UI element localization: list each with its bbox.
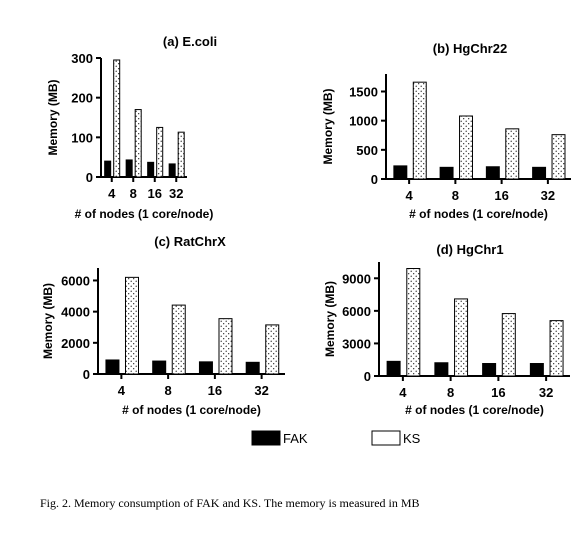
- x-tick-label-ecoli-4: 4: [108, 186, 116, 201]
- y-tick-label-hgchr1-0: 0: [364, 369, 371, 384]
- bar-fak-ratchrx-16: [198, 361, 213, 375]
- bar-ks-hgchr22-32: [551, 134, 566, 180]
- chart-title-hgchr1: (d) HgChr1: [436, 242, 503, 257]
- y-tick-label-ratchrx-0: 0: [83, 367, 90, 382]
- x-tick-label-ratchrx-16: 16: [208, 383, 222, 398]
- x-tick-label-hgchr1-8: 8: [447, 385, 454, 400]
- bar-fak-ratchrx-32: [245, 361, 260, 375]
- bar-fak-hgchr1-16: [482, 363, 497, 377]
- y-tick-label-ratchrx-1: 2000: [61, 336, 90, 351]
- bar-fak-hgchr1-8: [434, 362, 449, 377]
- bar-ks-ecoli-32: [177, 131, 185, 178]
- x-tick-label-hgchr22-4: 4: [406, 188, 414, 203]
- x-axis-label-hgchr22: # of nodes (1 core/node): [409, 207, 548, 221]
- chart-title-hgchr22: (b) HgChr22: [433, 41, 507, 56]
- bar-ks-ecoli-8: [134, 109, 142, 178]
- x-axis-label-ratchrx: # of nodes (1 core/node): [122, 403, 261, 417]
- y-axis-label-hgchr1: Memory (MB): [323, 281, 337, 357]
- bar-fak-hgchr22-4: [393, 165, 408, 180]
- bar-fak-ecoli-4: [104, 160, 112, 178]
- bar-ks-hgchr22-8: [459, 115, 473, 180]
- y-axis-label-ecoli: Memory (MB): [46, 79, 60, 155]
- x-axis-label-hgchr1: # of nodes (1 core/node): [405, 403, 544, 417]
- x-tick-label-hgchr1-16: 16: [491, 385, 505, 400]
- x-axis-label-ecoli: # of nodes (1 core/node): [75, 207, 214, 221]
- bar-ks-ecoli-16: [156, 126, 164, 178]
- x-tick-label-ecoli-8: 8: [130, 186, 137, 201]
- y-tick-label-hgchr22-1: 500: [356, 143, 378, 158]
- bar-ks-hgchr1-32: [549, 320, 564, 377]
- y-tick-label-ratchrx-2: 4000: [61, 305, 90, 320]
- bar-fak-hgchr22-32: [532, 166, 547, 180]
- x-tick-label-ecoli-32: 32: [169, 186, 183, 201]
- y-axis-label-ratchrx: Memory (MB): [41, 283, 55, 359]
- x-tick-label-ecoli-16: 16: [148, 186, 162, 201]
- y-tick-label-ecoli-1: 100: [71, 130, 93, 145]
- y-tick-label-ratchrx-3: 6000: [61, 273, 90, 288]
- bar-ks-hgchr1-4: [406, 268, 421, 377]
- bar-ks-ratchrx-16: [218, 318, 233, 375]
- chart-title-ratchrx: (c) RatChrX: [154, 234, 226, 249]
- y-tick-label-ecoli-2: 200: [71, 91, 93, 106]
- legend-label-fak: FAK: [283, 431, 308, 446]
- bar-fak-hgchr1-32: [529, 363, 544, 377]
- y-tick-label-hgchr22-3: 1500: [349, 85, 378, 100]
- bar-fak-hgchr1-4: [386, 360, 401, 377]
- bar-fak-ecoli-32: [168, 163, 176, 178]
- figure-caption: Fig. 2. Memory consumption of FAK and KS…: [40, 496, 420, 510]
- legend-label-ks: KS: [403, 431, 421, 446]
- chart-ratchrx: (c) RatChrX 0 2000 4000 6000 4 8 16 32 # of nodes…: [41, 234, 285, 417]
- y-tick-label-hgchr1-3: 9000: [342, 271, 371, 286]
- bar-fak-hgchr22-8: [439, 166, 454, 180]
- legend: FAK KS: [251, 430, 421, 446]
- y-axis-label-hgchr22: Memory (MB): [321, 88, 335, 164]
- x-tick-label-hgchr1-4: 4: [399, 385, 407, 400]
- bar-ks-hgchr1-8: [454, 298, 469, 377]
- legend-swatch-ks: [371, 430, 401, 446]
- bar-ks-hgchr22-16: [505, 128, 520, 180]
- bar-fak-ratchrx-4: [105, 359, 120, 375]
- bar-fak-ratchrx-8: [152, 360, 167, 375]
- bar-ks-ecoli-4: [113, 59, 121, 178]
- bar-fak-ecoli-8: [125, 159, 133, 178]
- x-tick-label-ratchrx-8: 8: [165, 383, 172, 398]
- y-tick-label-ecoli-0: 0: [86, 170, 93, 185]
- x-tick-label-ratchrx-4: 4: [118, 383, 126, 398]
- chart-title-ecoli: (a) E.coli: [163, 34, 217, 49]
- y-tick-label-ecoli-3: 300: [71, 51, 93, 66]
- x-tick-label-hgchr22-32: 32: [541, 188, 555, 203]
- y-tick-label-hgchr1-1: 3000: [342, 336, 371, 351]
- x-tick-label-hgchr22-8: 8: [452, 188, 459, 203]
- y-tick-label-hgchr22-2: 1000: [349, 114, 378, 129]
- legend-swatch-fak: [251, 430, 281, 446]
- bar-fak-hgchr22-16: [485, 166, 500, 180]
- x-tick-label-hgchr1-32: 32: [539, 385, 553, 400]
- y-tick-label-hgchr1-2: 6000: [342, 304, 371, 319]
- chart-hgchr1: (d) HgChr1 0 3000 6000 9000 4 8 16 32 # of nodes …: [323, 242, 570, 417]
- bar-ks-ratchrx-8: [171, 304, 186, 375]
- bar-ks-ratchrx-32: [265, 324, 280, 375]
- chart-hgchr22: (b) HgChr22 0 500 1000 1500 4 8 16 32 # of nodes …: [321, 41, 571, 221]
- bar-ks-hgchr22-4: [412, 81, 427, 180]
- y-tick-label-hgchr22-0: 0: [371, 172, 378, 187]
- x-tick-label-ratchrx-32: 32: [254, 383, 268, 398]
- bar-ks-ratchrx-4: [124, 276, 139, 375]
- bar-ks-hgchr1-16: [501, 313, 516, 377]
- x-tick-label-hgchr22-16: 16: [494, 188, 508, 203]
- bar-fak-ecoli-16: [147, 161, 155, 178]
